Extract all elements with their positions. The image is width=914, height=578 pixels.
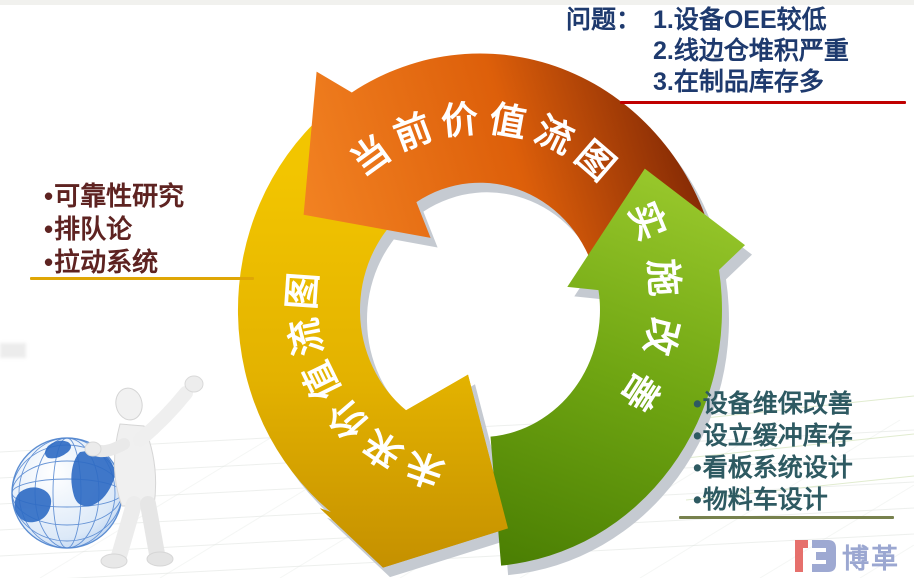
- boge-logo: 博革: [790, 537, 900, 576]
- list-item: •看板系统设计: [693, 454, 853, 482]
- background-green-lines: [685, 395, 914, 501]
- red-underline: [620, 101, 906, 104]
- right-notes-list: •设备维保改善 •设立缓冲库存 •看板系统设计 •物料车设计: [693, 388, 853, 516]
- problem-item: 3.在制品库存多: [653, 68, 824, 96]
- list-item: •设备维保改善: [693, 390, 853, 418]
- arrow-implement: [490, 168, 745, 566]
- arrow-future-vsm-head: [320, 374, 508, 568]
- problem-box: 问题： 1.设备OEE较低 2.线边仓堆积严重 3.在制品库存多: [566, 5, 849, 98]
- problem-item: 1.设备OEE较低: [653, 6, 827, 34]
- problem-item: 2.线边仓堆积严重: [653, 37, 849, 65]
- top-edge-strip: [0, 0, 914, 5]
- bullet-icon: •: [693, 390, 702, 418]
- list-item: •拉动系统: [44, 247, 159, 277]
- bullet-icon: •: [44, 247, 54, 277]
- list-item: •物料车设计: [693, 486, 828, 514]
- bullet-icon: •: [44, 181, 54, 211]
- figure-illustration: [84, 375, 204, 569]
- left-notes-list: •可靠性研究 •排队论 •拉动系统: [44, 180, 184, 279]
- bullet-icon: •: [693, 422, 702, 450]
- olive-underline: [679, 516, 894, 519]
- globe-illustration: [11, 437, 123, 549]
- boge-logo-mark-icon: [795, 540, 836, 572]
- list-item: •可靠性研究: [44, 181, 185, 211]
- gold-underline: [30, 277, 254, 280]
- faint-watermark: [0, 343, 26, 358]
- bullet-icon: •: [693, 486, 702, 514]
- logo-text: 博革: [842, 544, 900, 574]
- problem-label: 问题：: [566, 6, 642, 34]
- bullet-icon: •: [693, 454, 702, 482]
- list-item: •排队论: [44, 214, 133, 244]
- bullet-icon: •: [44, 214, 54, 244]
- list-item: •设立缓冲库存: [693, 422, 853, 450]
